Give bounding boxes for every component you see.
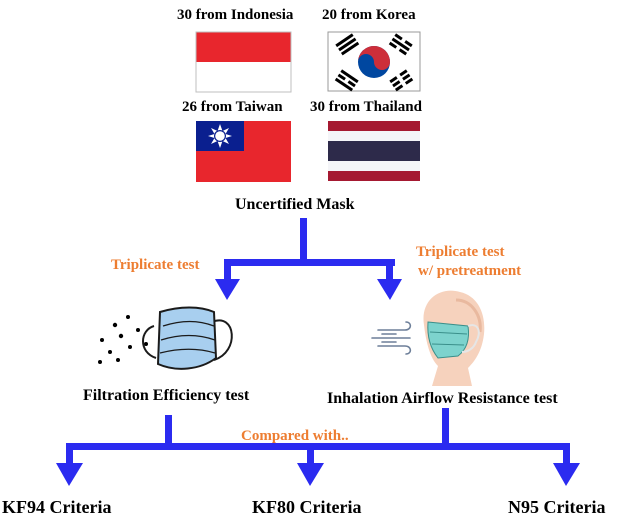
- branch-right-label-2: w/ pretreatment: [418, 263, 522, 279]
- korea-flag: [327, 31, 421, 92]
- airflow-test-label: Inhalation Airflow Resistance test: [327, 390, 558, 407]
- indonesia-flag: [195, 31, 292, 93]
- branch-right-label-1: Triplicate test: [416, 244, 505, 260]
- arrows: [56, 218, 580, 486]
- uncertified-mask-label: Uncertified Mask: [235, 196, 355, 213]
- criteria-n95: N95 Criteria: [508, 497, 606, 517]
- filtration-test-label: Filtration Efficiency test: [83, 387, 250, 404]
- arrow-bottom-bar: [66, 443, 570, 450]
- branch-left-label: Triplicate test: [111, 257, 200, 273]
- label-taiwan: 26 from Taiwan: [182, 99, 283, 115]
- face-with-mask-icon: [423, 290, 485, 386]
- label-thailand: 30 from Thailand: [310, 99, 422, 115]
- arrow-head-kf80: [297, 463, 324, 486]
- compared-with-label: Compared with..: [241, 428, 349, 444]
- label-korea: 20 from Korea: [322, 7, 416, 23]
- arrow-head-right: [377, 279, 402, 300]
- arrow-head-n95: [553, 463, 580, 486]
- airflow-icon: [371, 321, 412, 355]
- arrow-head-left: [215, 279, 240, 300]
- criteria-kf94: KF94 Criteria: [2, 497, 112, 517]
- arrow-stem-main: [300, 218, 307, 265]
- surgical-mask-icon: [142, 306, 233, 370]
- arrow-head-kf94: [56, 463, 83, 486]
- particles-icon: [98, 315, 148, 364]
- label-indonesia: 30 from Indonesia: [177, 7, 294, 23]
- thailand-flag: [328, 121, 420, 181]
- arrow-stem-filtration: [165, 415, 172, 450]
- criteria-kf80: KF80 Criteria: [252, 497, 362, 517]
- taiwan-flag: [196, 121, 291, 182]
- arrow-stem-airflow: [442, 408, 449, 450]
- arrow-split-bar: [224, 259, 395, 266]
